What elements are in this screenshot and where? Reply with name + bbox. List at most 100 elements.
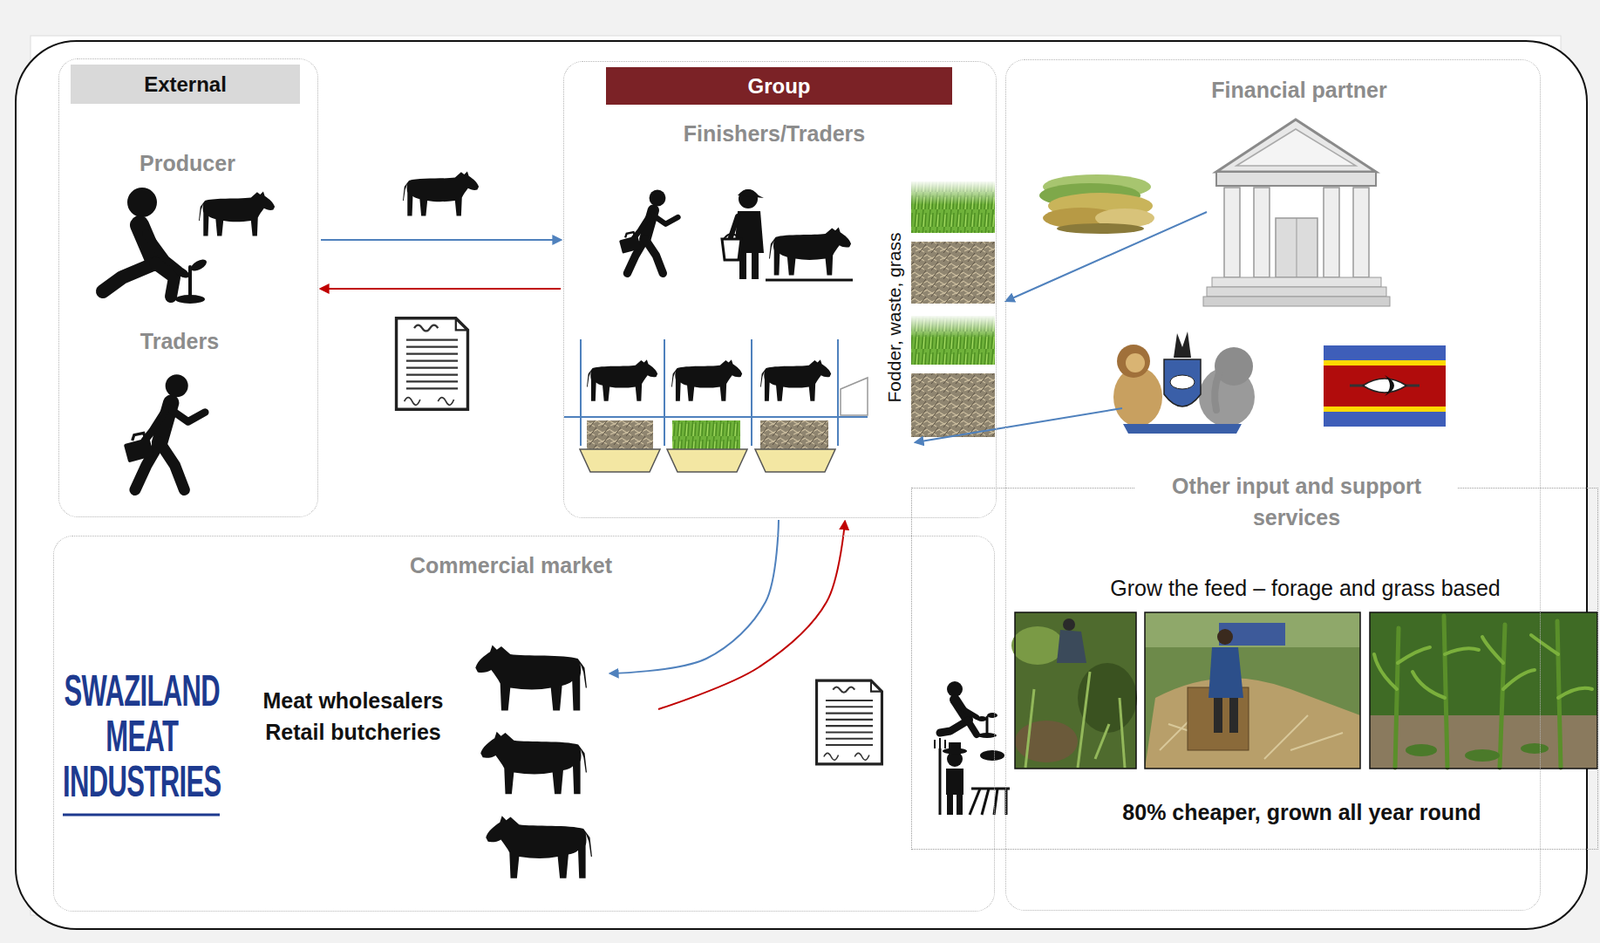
- farmer-icons: [946, 768, 964, 795]
- flow-arrow: [1006, 211, 1207, 301]
- eswatini-flag: [1323, 406, 1446, 412]
- bank-icon: [1216, 119, 1376, 172]
- feed-photo: [1464, 748, 1500, 762]
- feed-photo: [1264, 714, 1308, 759]
- feed-photo: [1412, 671, 1445, 698]
- flow-arrow: [915, 408, 1123, 443]
- eswatini-flag: [1323, 360, 1446, 366]
- farmer-icons: [939, 699, 988, 735]
- feed-photo: [1144, 612, 1361, 769]
- finisher-icons: [721, 238, 742, 260]
- market-cattle: [62, 645, 882, 879]
- money-image: [1039, 174, 1155, 234]
- cattle-flow-icon: [402, 170, 479, 216]
- producer-icon: [198, 190, 275, 236]
- fodder-images: [911, 315, 995, 365]
- feed-photo: [1369, 714, 1598, 769]
- caption-text: Grow the feed – forage and grass based: [1109, 571, 1501, 604]
- finisher-icons: [765, 279, 853, 282]
- producer-icon: [127, 187, 157, 218]
- feed-photo: [1503, 669, 1535, 689]
- feed-photo: [1374, 634, 1593, 698]
- feed-photo: [1095, 723, 1110, 759]
- panel-title: Financial partner: [1211, 74, 1387, 106]
- bank-icon: [1224, 187, 1240, 278]
- bank-icon: [1353, 187, 1369, 278]
- eswatini-flag: [1323, 345, 1446, 427]
- farmer-icons: [981, 788, 989, 815]
- fodder-images: [911, 241, 995, 304]
- trader-icon: [123, 374, 205, 490]
- farmer-icons: [934, 680, 1010, 815]
- coat-of-arms: [1214, 373, 1219, 410]
- bank-icon: [1296, 217, 1298, 278]
- coat-of-arms: [1170, 374, 1195, 389]
- eswatini-flag: [1323, 411, 1446, 427]
- feed-photo: [1229, 697, 1239, 733]
- bank-icon: [1253, 187, 1270, 278]
- coat-of-arms: [1173, 331, 1192, 358]
- flow-arrow: [320, 238, 561, 241]
- feeding-pens: [760, 359, 831, 402]
- fodder-images: [911, 181, 995, 437]
- feed-photo: [1482, 636, 1504, 663]
- farmer-icons: [956, 793, 963, 815]
- feed-photo: [1531, 634, 1559, 654]
- fodder-images: [911, 181, 995, 233]
- feed-photo: [1144, 677, 1361, 769]
- market-cattle: [475, 645, 587, 711]
- panel-title: Other input and support services: [1135, 469, 1458, 534]
- feed-photo: [1025, 688, 1035, 768]
- finisher-icons: [739, 251, 747, 280]
- farmer-icons: [969, 788, 981, 815]
- feeding-pens: [760, 420, 829, 450]
- feeding-pens: [750, 339, 753, 446]
- market-cattle: [485, 815, 593, 878]
- feeding-pens: [837, 339, 839, 446]
- eswatini-flag: [1323, 365, 1446, 407]
- feed-photo: [1374, 653, 1397, 689]
- market-cattle: [480, 731, 587, 794]
- feed-photo: [1520, 742, 1549, 754]
- coat-of-arms: [1113, 331, 1255, 434]
- frame: [15, 40, 1587, 929]
- feeding-pens: [663, 339, 666, 446]
- flow-arrow: [320, 287, 561, 290]
- feed-photo: [1290, 732, 1343, 750]
- producer-icon: [189, 257, 209, 274]
- producer-icon: [155, 263, 175, 297]
- feed-photo: [1213, 697, 1223, 733]
- finisher-icons: [769, 226, 852, 275]
- actor-label: Producer: [139, 147, 236, 179]
- feed-photo: [1369, 612, 1598, 769]
- feeding-pens: [586, 420, 654, 450]
- support-services-box: Other input and support servicesGrow the…: [911, 487, 1599, 850]
- finisher-icons: [619, 189, 853, 280]
- feed-photo: [1208, 646, 1244, 698]
- farmer-icons: [967, 720, 977, 735]
- bank-icon: [1211, 277, 1382, 287]
- farmer-icons: [987, 712, 998, 718]
- trader-icon: [123, 374, 205, 490]
- feed-photo: [1025, 671, 1125, 768]
- feed-photo: [1119, 697, 1125, 768]
- feed-photo: [1014, 720, 1078, 763]
- external-panel: ExternalProducerTraders: [58, 58, 319, 518]
- feed-photo: [1217, 628, 1233, 645]
- feed-photo: [1144, 612, 1361, 647]
- fodder-images: [911, 373, 995, 437]
- feed-photo: [1144, 612, 1361, 769]
- panel-header: External: [70, 64, 300, 104]
- feed-photo: [1397, 646, 1430, 663]
- panel-subtitle: Finishers/Traders: [683, 117, 865, 150]
- feed-photo: [1405, 742, 1549, 762]
- cattle-flow-icon: [396, 318, 469, 410]
- flow-arrow: [610, 519, 779, 674]
- farmer-icons: [939, 748, 942, 815]
- panel-title: Commercial market: [409, 549, 613, 581]
- feed-photo: [1444, 647, 1479, 654]
- feeding-pens: [579, 339, 582, 446]
- frame: [15, 35, 1587, 929]
- feed-photo: [1011, 612, 1598, 769]
- bank-icon: [1275, 217, 1318, 278]
